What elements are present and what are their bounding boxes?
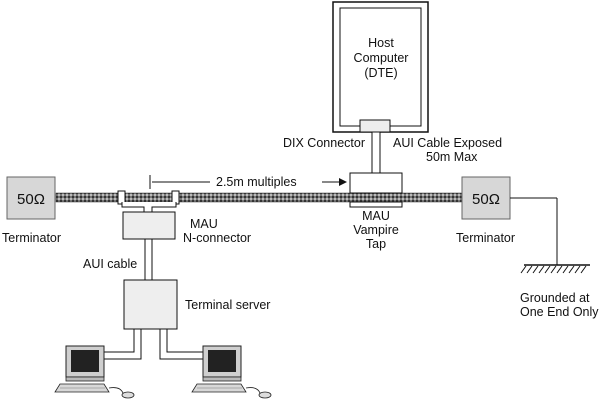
mau-n-label-2: N-connector bbox=[183, 231, 251, 245]
aui-exposed-label-2: 50m Max bbox=[426, 150, 478, 164]
mau-vampire-label-1: MAU bbox=[362, 209, 390, 223]
terminator-left: 50Ω bbox=[6, 176, 56, 220]
terminator-right-value: 50Ω bbox=[472, 191, 500, 208]
dix-connector-label: DIX Connector bbox=[283, 136, 365, 150]
aui-cable-host bbox=[371, 131, 381, 174]
terminal-server-box bbox=[123, 279, 178, 330]
multiples-label: 2.5m multiples bbox=[216, 175, 297, 189]
terminator-right: 50Ω bbox=[461, 176, 511, 220]
aui-cable-label: AUI cable bbox=[83, 257, 137, 271]
aui-cable-ts bbox=[144, 238, 153, 281]
aui-exposed-label-1: AUI Cable Exposed bbox=[393, 136, 502, 150]
coax-main-cable bbox=[55, 192, 463, 203]
ground-symbol bbox=[510, 197, 590, 274]
pc-cable-right bbox=[159, 328, 208, 360]
computer-icon-right bbox=[191, 345, 272, 399]
dimension-2-5m bbox=[149, 175, 347, 189]
computer-icon-left bbox=[54, 345, 135, 399]
terminator-right-label: Terminator bbox=[456, 231, 515, 245]
mau-n-label-1: MAU bbox=[190, 217, 218, 231]
dix-connector bbox=[359, 119, 391, 133]
host-label-line3: (DTE) bbox=[364, 66, 397, 80]
terminator-left-label: Terminator bbox=[2, 231, 61, 245]
mau-vampire-tap bbox=[349, 172, 403, 208]
host-label-line1: Host bbox=[368, 36, 394, 50]
grounded-label-2: One End Only bbox=[520, 305, 599, 319]
grounded-label-1: Grounded at bbox=[520, 291, 590, 305]
terminal-server-label: Terminal server bbox=[185, 298, 270, 312]
terminator-left-value: 50Ω bbox=[17, 191, 45, 208]
host-computer: Host Computer (DTE) bbox=[332, 1, 429, 133]
mau-n-stub bbox=[121, 202, 177, 213]
mau-vampire-label-2: Vampire bbox=[353, 223, 399, 237]
mau-n-connector-box bbox=[122, 211, 176, 240]
host-label-line2: Computer bbox=[354, 51, 409, 65]
mau-vampire-label-3: Tap bbox=[366, 237, 386, 251]
